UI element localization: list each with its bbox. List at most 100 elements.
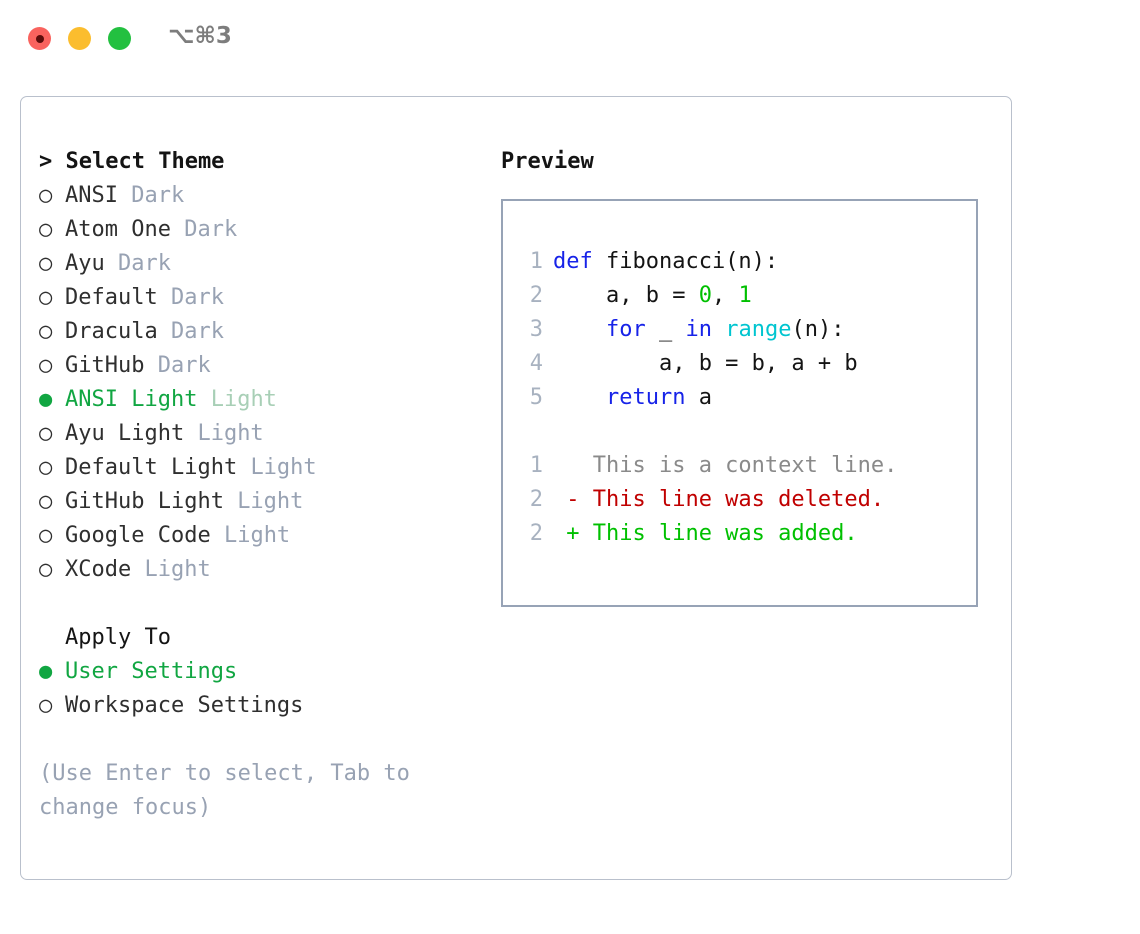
theme-option-label: ANSI Light [65,387,211,412]
theme-option-variant: Light [237,489,304,514]
theme-option-ayu-light[interactable]: ○ Ayu Light Light [39,417,469,451]
theme-option-label: Default Light [65,455,251,480]
theme-list: ○ANSI Dark○Atom One Dark○Ayu Dark○Defaul… [39,179,469,587]
diff-line-number: 2 [529,487,543,512]
theme-option-atom-one[interactable]: ○Atom One Dark [39,213,469,247]
diff-line-add: 2 + This line was added. [503,517,976,551]
theme-option-default[interactable]: ○ Default Dark [39,281,469,315]
code-line-number: 3 [529,317,543,342]
theme-option-github-light[interactable]: ○ GitHub Light Light [39,485,469,519]
zoom-button[interactable] [108,27,131,50]
theme-option-ayu[interactable]: ○Ayu Dark [39,247,469,281]
theme-option-variant: Light [250,455,317,480]
diff-sample: 1 This is a context line.2 - This line w… [503,449,976,551]
code-line: 4 a, b = b, a + b [503,347,976,381]
radio-unselected-icon: ○ [39,557,53,582]
theme-option-label: Default [65,285,171,310]
code-token: range [725,317,792,342]
apply-to-option-workspace-settings[interactable]: ○ Workspace Settings [39,689,469,723]
theme-option-variant: Dark [117,251,171,276]
code-token [553,385,606,410]
theme-option-label: GitHub Light [65,489,238,514]
radio-unselected-icon: ○ [39,319,53,344]
code-token: return [605,385,686,410]
diff-line-number: 1 [529,453,543,478]
code-line: 3 for _ in range(n): [503,313,976,347]
theme-option-dracula[interactable]: ○Dracula Dark [39,315,469,349]
radio-unselected-icon: ○ [39,183,53,208]
diff-line-context: 1 This is a context line. [503,449,976,483]
code-token: a [685,385,712,410]
radio-unselected-icon: ○ [39,455,53,480]
diff-line-del: 2 - This line was deleted. [503,483,976,517]
diff-line-text: - This line was deleted. [553,487,885,512]
code-line-number: 4 [529,351,543,376]
code-line: 2 a, b = 0, 1 [503,279,976,313]
code-token: (n): [791,317,845,342]
select-theme-heading: > Select Theme [39,149,225,174]
close-button[interactable] [28,27,51,50]
theme-option-label: Google Code [65,523,224,548]
apply-to-option-label: Workspace Settings [65,693,304,718]
theme-option-github[interactable]: ○ GitHub Dark [39,349,469,383]
list-spacer [39,587,469,621]
theme-option-xcode[interactable]: ○ XCode Light [39,553,469,587]
code-token: a, b = [553,283,699,308]
theme-option-variant: Dark [184,217,238,242]
code-line-number: 2 [529,283,543,308]
diff-line-text: This is a context line. [553,453,898,478]
radio-unselected-icon: ○ [39,285,53,310]
code-token: 0 [698,283,712,308]
keyboard-shortcut-label: ⌥⌘3 [168,23,232,49]
theme-option-variant: Dark [170,285,224,310]
code-line: 5 return a [503,381,976,415]
radio-unselected-icon: ○ [39,353,53,378]
theme-option-variant: Light [197,421,264,446]
diff-line-text: + This line was added. [553,521,858,546]
code-token [553,317,606,342]
radio-unselected-icon: ○ [39,489,53,514]
theme-option-variant: Dark [131,183,185,208]
radio-unselected-icon: ○ [39,217,53,242]
theme-option-ansi[interactable]: ○ANSI Dark [39,179,469,213]
code-token: _ [645,317,686,342]
theme-option-label: XCode [65,557,145,582]
theme-option-label: Dracula [65,319,171,344]
theme-option-label: GitHub [65,353,158,378]
diff-line-number: 2 [529,521,543,546]
theme-option-variant: Light [144,557,211,582]
radio-unselected-icon: ○ [39,693,53,718]
radio-unselected-icon: ○ [39,421,53,446]
theme-option-variant: Light [223,523,291,548]
code-token: in [685,317,712,342]
code-token: for [605,317,646,342]
preview-heading: Preview [501,149,594,174]
keyboard-hint-text: (Use Enter to select, Tab to change focu… [39,761,410,820]
title-bar: ⌥⌘3 [0,0,1140,78]
minimize-button[interactable] [68,27,91,50]
theme-option-google-code[interactable]: ○Google Code Light [39,519,469,553]
apply-to-option-label: User Settings [65,659,238,684]
theme-option-default-light[interactable]: ○ Default Light Light [39,451,469,485]
theme-option-ansi-light[interactable]: ● ANSI Light Light [39,383,469,417]
radio-unselected-icon: ○ [39,251,53,276]
theme-picker-column: > Select Theme ○ANSI Dark○Atom One Dark○… [39,145,469,825]
code-token: fibonacci(n): [605,249,779,274]
apply-to-list: ●User Settings ○ Workspace Settings [39,655,469,723]
code-line-number: 5 [529,385,543,410]
apply-to-option-user-settings[interactable]: ●User Settings [39,655,469,689]
code-token: a, b = b, a + b [553,351,858,376]
code-token: 1 [738,283,752,308]
radio-selected-icon: ● [39,387,53,412]
code-token [712,317,725,342]
theme-option-label: Ayu Light [65,421,198,446]
apply-to-heading: Apply To [65,625,171,650]
theme-option-variant: Dark [157,353,211,378]
theme-option-variant: Light [210,387,277,412]
code-token: , [711,283,739,308]
